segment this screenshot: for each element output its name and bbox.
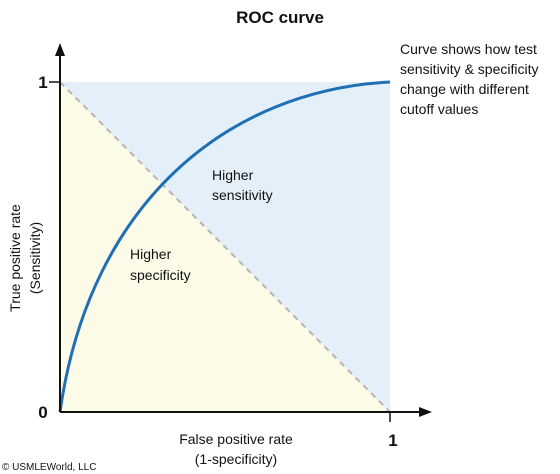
upper-region-label-line-2: sensitivity xyxy=(212,187,273,203)
origin-tick-label: 0 xyxy=(38,403,47,422)
upper-region-label-line-1: Higher xyxy=(212,167,254,183)
y-axis-label-line-1: True positive rate xyxy=(7,204,23,312)
chance-diagonal-line xyxy=(59,81,391,413)
roc-curve xyxy=(58,80,391,413)
x-axis-label-line-1: False positive rate xyxy=(179,431,293,447)
lower-region-label-line-2: specificity xyxy=(130,267,191,283)
annotation-line-4: cutoff values xyxy=(400,101,478,117)
lower-region-label-line-1: Higher xyxy=(130,246,172,262)
x-max-tick-label: 1 xyxy=(388,431,397,450)
annotation-line-2: sensitivity & specificity xyxy=(400,61,538,77)
y-max-tick-label: 1 xyxy=(38,73,47,92)
x-axis-arrowhead xyxy=(419,407,432,417)
x-axis-label-line-2: (1-specificity) xyxy=(195,451,277,467)
chart-title: ROC curve xyxy=(236,8,324,27)
annotation-line-3: change with different xyxy=(400,81,529,97)
y-axis-arrowhead xyxy=(55,43,65,56)
annotation-line-1: Curve shows how test xyxy=(400,41,537,57)
y-axis-label-line-2: (Sensitivity) xyxy=(27,222,43,294)
copyright-notice: © USMLEWorld, LLC xyxy=(2,462,96,473)
